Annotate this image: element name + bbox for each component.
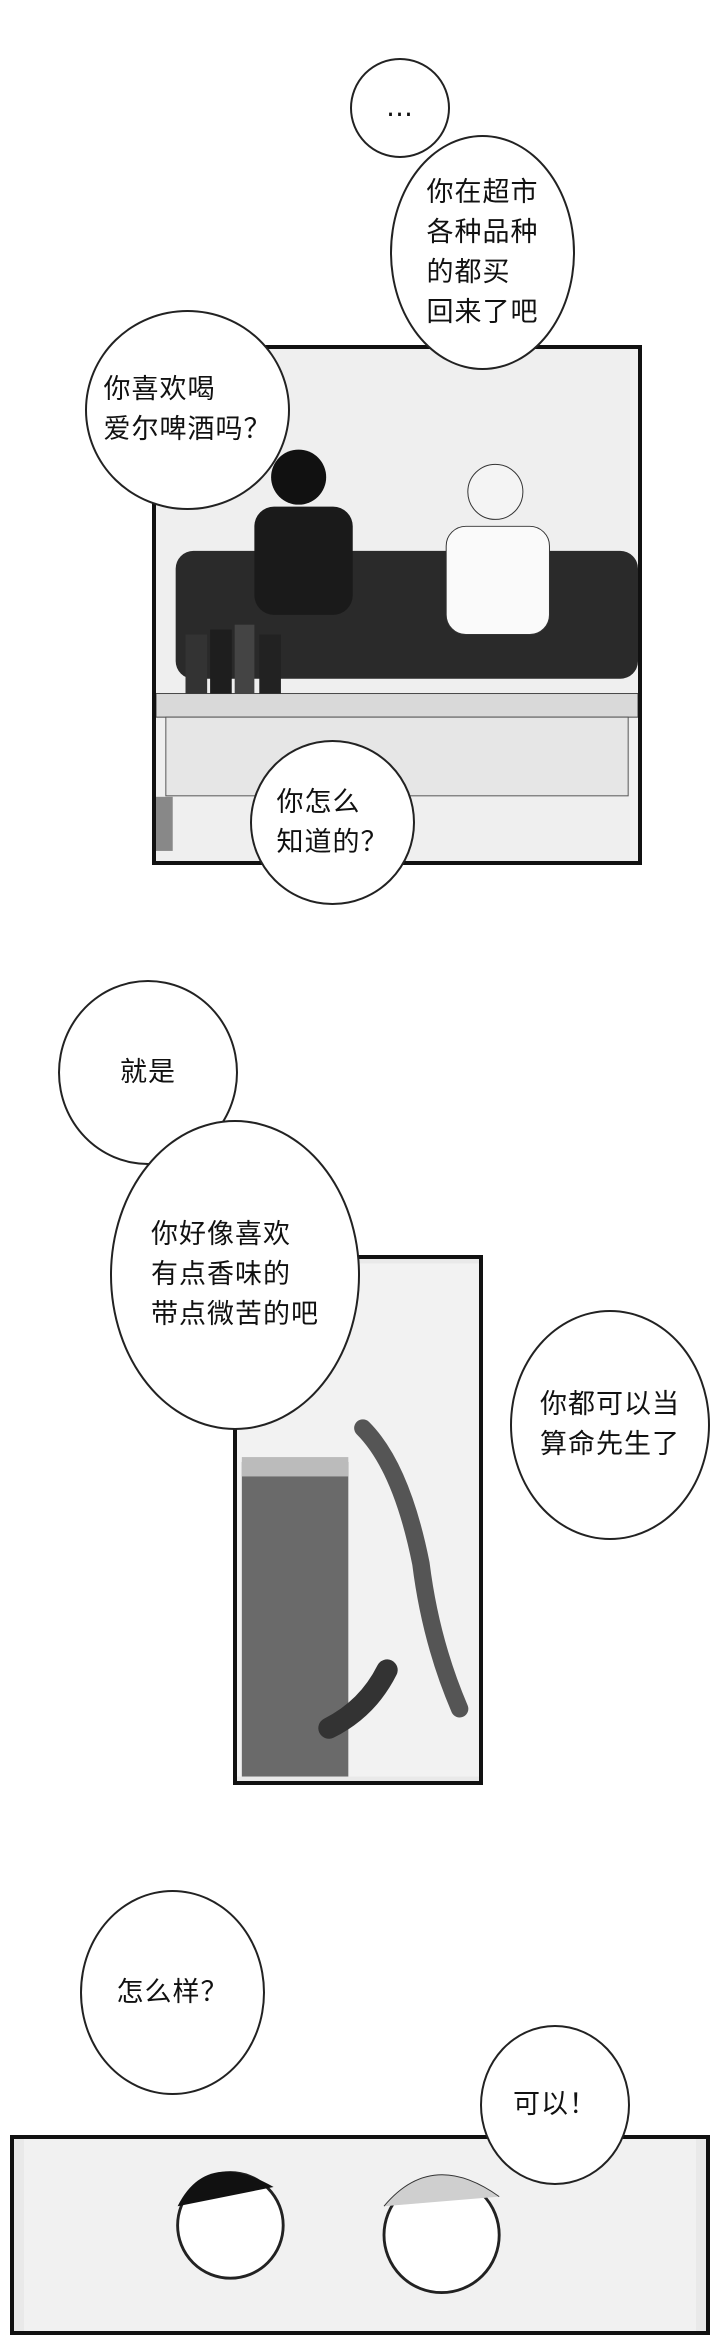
speech-bubble-seem-like: 你好像喜欢 有点香味的 带点微苦的吧 bbox=[110, 1120, 360, 1430]
bubble-text: 你怎么 知道的？ bbox=[276, 786, 389, 858]
two-men-illustration bbox=[24, 2139, 696, 2331]
speech-bubble-bought-all: 你在超市 各种品种 的都买 回来了吧 bbox=[390, 135, 575, 370]
panel-two-men-closeup bbox=[10, 2135, 710, 2335]
speech-bubble-ellipsis: … bbox=[350, 58, 450, 158]
bubble-text: 就是 bbox=[120, 1056, 176, 1088]
bubble-text: 可以！ bbox=[513, 2089, 597, 2120]
speech-bubble-how-know: 你怎么 知道的？ bbox=[250, 740, 415, 905]
bubble-text: 你好像喜欢 有点香味的 带点微苦的吧 bbox=[151, 1219, 319, 1330]
speech-bubble-how-is-it: 怎么样？ bbox=[80, 1890, 265, 2095]
bubble-text: 你在超市 各种品种 的都买 回来了吧 bbox=[426, 176, 539, 328]
speech-bubble-fortune-teller: 你都可以当 算命先生了 bbox=[510, 1310, 710, 1540]
bubble-text: 你喜欢喝 爱尔啤酒吗？ bbox=[103, 374, 272, 445]
bubble-text: 你都可以当 算命先生了 bbox=[540, 1389, 680, 1460]
bubble-text: … bbox=[386, 92, 414, 123]
speech-bubble-okay: 可以！ bbox=[480, 2025, 630, 2185]
bubble-text: 怎么样？ bbox=[116, 1976, 229, 2008]
speech-bubble-like-ale: 你喜欢喝 爱尔啤酒吗？ bbox=[85, 310, 290, 510]
